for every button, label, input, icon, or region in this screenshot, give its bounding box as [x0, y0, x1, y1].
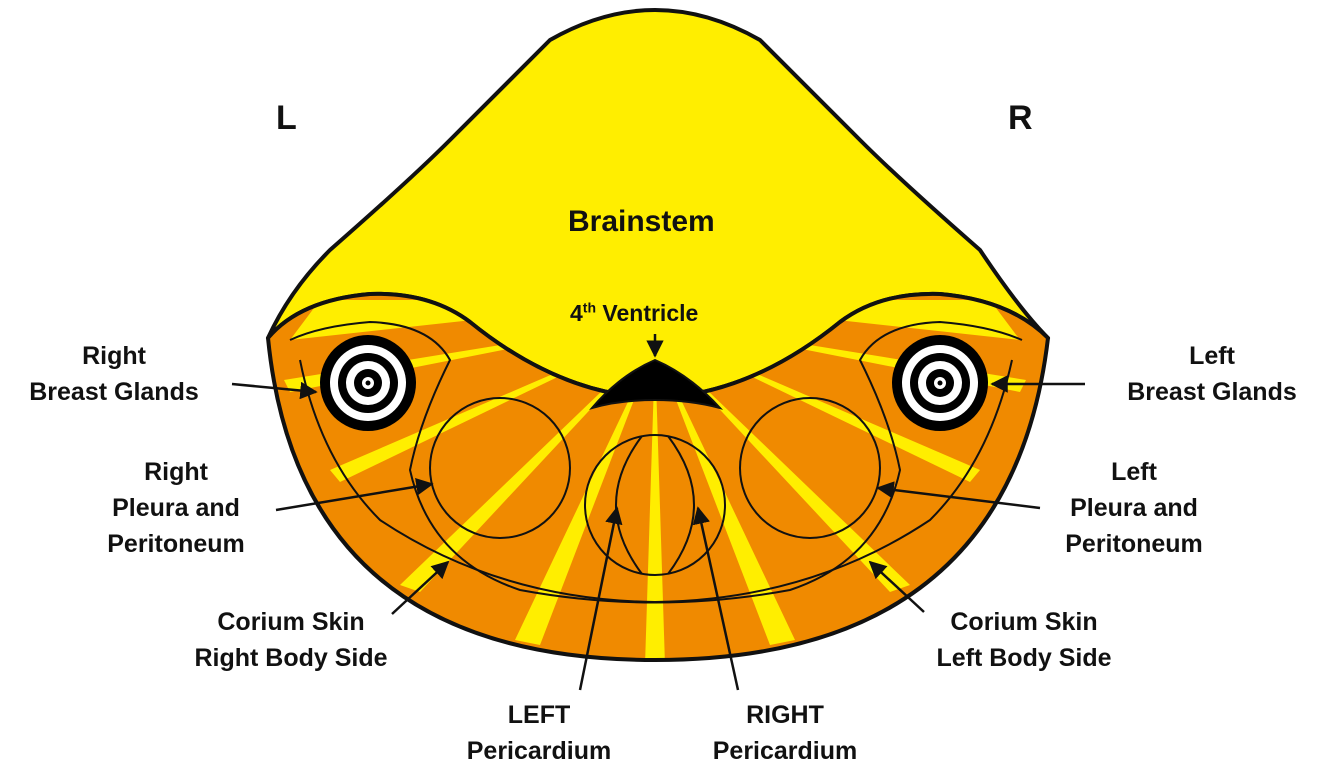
right-pericardium-label: RIGHT Pericardium	[688, 697, 882, 769]
left-corium-line-1: Corium Skin	[906, 604, 1142, 640]
left-pleura-peritoneum-label: Left Pleura and Peritoneum	[1046, 454, 1222, 562]
left-breast-glands-label: Left Breast Glands	[1104, 338, 1320, 410]
right-pericardium-line-1: RIGHT	[688, 697, 882, 733]
left-breast-line-1: Left	[1104, 338, 1320, 374]
ventricle-number: 4	[570, 300, 583, 326]
brainstem-label: Brainstem	[568, 204, 715, 240]
right-pleura-line-1: Right	[88, 454, 264, 490]
right-pleura-peritoneum-label: Right Pleura and Peritoneum	[88, 454, 264, 562]
left-breast-line-2: Breast Glands	[1104, 374, 1320, 410]
right-corium-line-1: Corium Skin	[166, 604, 416, 640]
left-pleura-line-2: Pleura and	[1046, 490, 1222, 526]
left-pericardium-line-1: LEFT	[442, 697, 636, 733]
left-side-marker: L	[276, 98, 297, 138]
right-pleura-line-3: Peritoneum	[88, 526, 264, 562]
ventricle-suffix: th	[583, 299, 596, 315]
left-corium-line-2: Left Body Side	[906, 640, 1142, 676]
left-pleura-line-3: Peritoneum	[1046, 526, 1222, 562]
ventricle-word: Ventricle	[596, 300, 698, 326]
left-corium-skin-label: Corium Skin Left Body Side	[906, 604, 1142, 676]
right-breast-glands-label: Right Breast Glands	[8, 338, 220, 410]
target-icon	[320, 335, 416, 431]
left-pleura-line-1: Left	[1046, 454, 1222, 490]
fourth-ventricle-label: 4th Ventricle	[570, 298, 698, 328]
right-corium-skin-label: Corium Skin Right Body Side	[166, 604, 416, 676]
left-pericardium-label: LEFT Pericardium	[442, 697, 636, 769]
right-pericardium-line-2: Pericardium	[688, 733, 882, 769]
right-breast-line-1: Right	[8, 338, 220, 374]
left-pericardium-line-2: Pericardium	[442, 733, 636, 769]
target-icon	[892, 335, 988, 431]
right-side-marker: R	[1008, 98, 1033, 138]
right-corium-line-2: Right Body Side	[166, 640, 416, 676]
right-breast-line-2: Breast Glands	[8, 374, 220, 410]
right-pleura-line-2: Pleura and	[88, 490, 264, 526]
